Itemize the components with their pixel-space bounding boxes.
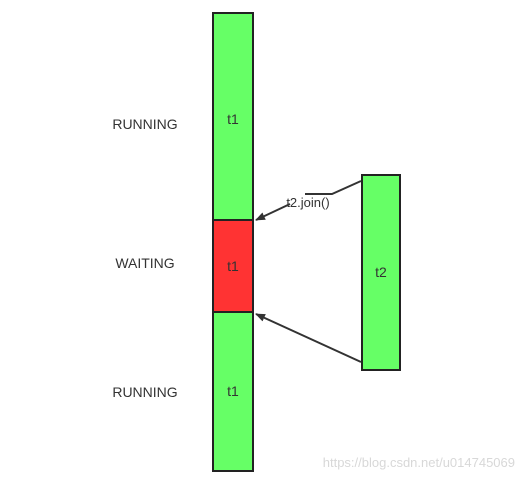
t2-label: t2 (375, 264, 387, 280)
state-label-running-top: RUNNING (112, 116, 177, 132)
t2-finish-return-arrow (255, 313, 362, 363)
t1-label-middle: t1 (227, 258, 239, 274)
join-call-arrow (305, 180, 362, 195)
t1-running-segment-bottom (212, 311, 254, 472)
t1-running-segment-top (212, 12, 254, 221)
t2-running-segment (361, 174, 401, 371)
state-label-waiting: WAITING (115, 255, 174, 271)
t1-label-top: t1 (227, 111, 239, 127)
state-label-running-bottom: RUNNING (112, 384, 177, 400)
join-call-label: t2.join() (286, 195, 329, 210)
join-call-arrow-tip (255, 203, 291, 221)
watermark-text: https://blog.csdn.net/u014745069 (323, 455, 515, 470)
t1-label-bottom: t1 (227, 383, 239, 399)
